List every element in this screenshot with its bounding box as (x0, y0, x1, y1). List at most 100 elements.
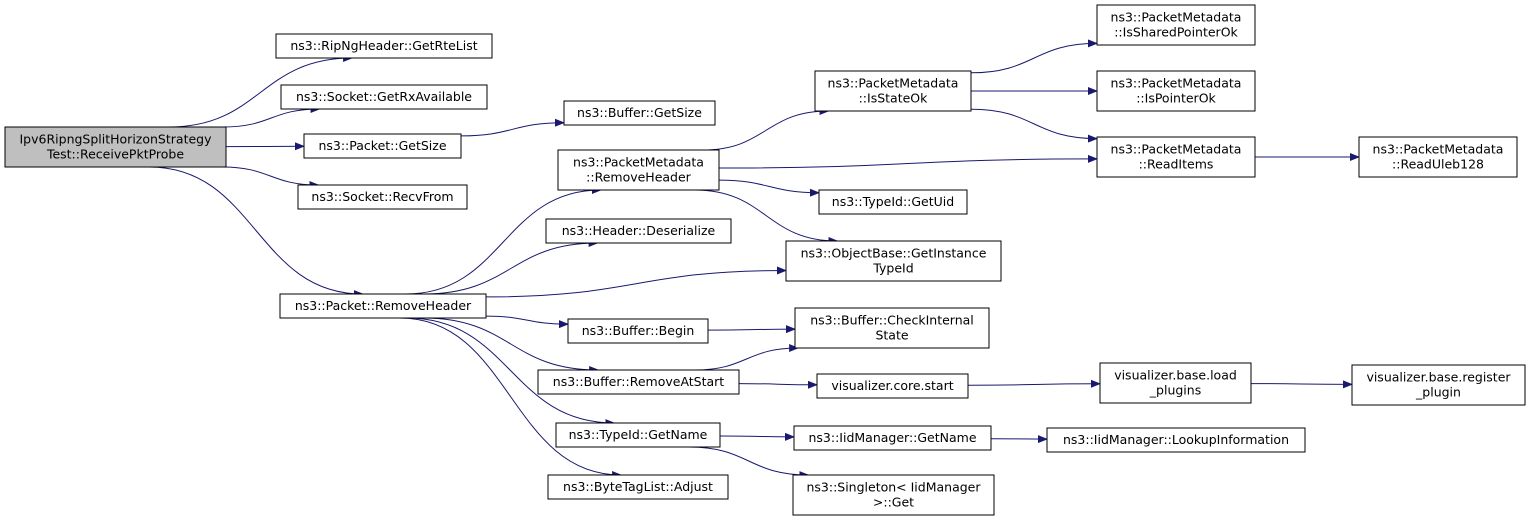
node-pmReadUleb128-label-0: ns3::PacketMetadata (1373, 142, 1504, 157)
node-typeIdGetUid-label-0: ns3::TypeId::GetUid (832, 194, 954, 209)
edge-root-to-getRteList (168, 54, 354, 128)
node-visLoadPlugins-label-0: visualizer.base.load (1114, 368, 1237, 383)
node-recvFrom[interactable]: ns3::Socket::RecvFrom (297, 184, 468, 210)
edge-typeIdGetName-to-iidGetName (719, 432, 795, 441)
node-pmReadUleb128[interactable]: ns3::PacketMetadata::ReadUleb128 (1358, 136, 1518, 178)
node-pmIsSharedPointerOk[interactable]: ns3::PacketMetadata::IsSharedPointerOk (1096, 4, 1256, 46)
edge-pmRemoveHeader-to-typeIdGetUid (718, 179, 820, 197)
node-singletonGet[interactable]: ns3::Singleton< IidManager>::Get (792, 474, 995, 516)
node-pmIsSharedPointerOk-box[interactable] (1096, 4, 1256, 46)
node-getRteList-label-0: ns3::RipNgHeader::GetRteList (290, 38, 477, 53)
node-byteTagListAdjust-label-0: ns3::ByteTagList::Adjust (563, 479, 713, 494)
node-iidGetName-box[interactable] (793, 425, 992, 451)
node-pmReadItems-label-0: ns3::PacketMetadata (1111, 142, 1242, 157)
node-pmReadUleb128-box[interactable] (1358, 136, 1518, 178)
node-bufferRemoveAtStart-box[interactable] (537, 369, 740, 395)
node-visLoadPlugins-box[interactable] (1099, 362, 1252, 404)
node-pmIsPointerOk-label-1: ::IsPointerOk (1136, 91, 1216, 106)
node-pmIsSharedPointerOk-label-0: ns3::PacketMetadata (1111, 10, 1242, 25)
node-bufferBegin[interactable]: ns3::Buffer::Begin (567, 318, 709, 344)
node-packetRemoveHeader[interactable]: ns3::Packet::RemoveHeader (279, 293, 487, 319)
nodes-layer: Ipv6RipngSplitHorizonStrategyTest::Recei… (4, 4, 1526, 516)
node-pmReadItems[interactable]: ns3::PacketMetadata::ReadItems (1096, 136, 1256, 178)
node-getRxAvailable-label-0: ns3::Socket::GetRxAvailable (296, 89, 472, 104)
node-pmIsStateOk-box[interactable] (814, 70, 972, 112)
node-typeIdGetUid-box[interactable] (818, 189, 968, 215)
edges-layer (149, 39, 1360, 479)
node-pmIsStateOk-label-0: ns3::PacketMetadata (828, 76, 959, 91)
node-bufferRemoveAtStart[interactable]: ns3::Buffer::RemoveAtStart (537, 369, 740, 395)
edge-bufferBegin-to-checkInternalState (707, 325, 796, 334)
node-root-box[interactable] (4, 126, 227, 168)
node-packetRemoveHeader-box[interactable] (279, 293, 487, 319)
edge-packetRemoveHeader-to-pmRemoveHeader (405, 186, 602, 295)
edge-pmRemoveHeader-to-getInstanceTypeId (694, 189, 839, 245)
node-singletonGet-label-1: >::Get (873, 495, 914, 510)
node-iidLookupInformation-label-0: ns3::IidManager::LookupInformation (1063, 432, 1289, 447)
edge-bufferRemoveAtStart-to-checkInternalState (694, 344, 800, 371)
node-getRxAvailable-box[interactable] (280, 84, 488, 110)
node-packetGetSize[interactable]: ns3::Packet::GetSize (303, 133, 462, 159)
edge-root-to-packetRemoveHeader (149, 166, 364, 298)
node-byteTagListAdjust-box[interactable] (547, 474, 729, 500)
edge-packetRemoveHeader-to-getInstanceTypeId (485, 266, 787, 298)
node-visLoadPlugins[interactable]: visualizer.base.load_plugins (1099, 362, 1252, 404)
node-pmRemoveHeader-box[interactable] (557, 149, 720, 191)
node-singletonGet-box[interactable] (792, 474, 995, 516)
node-visRegisterPlugin[interactable]: visualizer.base.register_plugin (1351, 364, 1526, 406)
node-bufferBegin-box[interactable] (567, 318, 709, 344)
edge-packetGetSize-to-bufferGetSize (460, 118, 565, 137)
edge-visCoreStart-to-visLoadPlugins (967, 379, 1101, 388)
edge-pmIsStateOk-to-pmIsSharedPointerOk (970, 39, 1098, 74)
node-packetGetSize-box[interactable] (303, 133, 462, 159)
node-iidGetName[interactable]: ns3::IidManager::GetName (793, 425, 992, 451)
node-bufferBegin-label-0: ns3::Buffer::Begin (582, 323, 695, 338)
node-visCoreStart[interactable]: visualizer.core.start (816, 373, 969, 399)
node-typeIdGetName[interactable]: ns3::TypeId::GetName (555, 422, 721, 448)
edge-pmRemoveHeader-to-pmIsStateOk (702, 107, 830, 151)
node-bufferGetSize-box[interactable] (563, 100, 716, 126)
node-visRegisterPlugin-label-0: visualizer.base.register (1366, 370, 1511, 385)
node-typeIdGetUid[interactable]: ns3::TypeId::GetUid (818, 189, 968, 215)
node-getRxAvailable[interactable]: ns3::Socket::GetRxAvailable (280, 84, 488, 110)
node-headerDeserialize-box[interactable] (545, 218, 732, 244)
node-pmIsPointerOk-label-0: ns3::PacketMetadata (1111, 76, 1242, 91)
node-headerDeserialize[interactable]: ns3::Header::Deserialize (545, 218, 732, 244)
edge-packetRemoveHeader-to-bufferRemoveAtStart (423, 317, 600, 374)
node-checkInternalState-box[interactable] (794, 307, 990, 349)
node-pmIsStateOk[interactable]: ns3::PacketMetadata::IsStateOk (814, 70, 972, 112)
node-headerDeserialize-label-0: ns3::Header::Deserialize (562, 223, 716, 238)
node-pmIsPointerOk-box[interactable] (1096, 70, 1256, 112)
node-getInstanceTypeId-box[interactable] (785, 240, 1002, 282)
node-checkInternalState-label-1: State (875, 328, 908, 343)
node-packetRemoveHeader-label-0: ns3::Packet::RemoveHeader (295, 298, 472, 313)
edge-root-to-recvFrom (222, 166, 320, 189)
node-pmReadItems-box[interactable] (1096, 136, 1256, 178)
node-root[interactable]: Ipv6RipngSplitHorizonStrategyTest::Recei… (4, 126, 227, 168)
edge-root-to-getRxAvailable (222, 105, 321, 128)
node-bufferGetSize[interactable]: ns3::Buffer::GetSize (563, 100, 716, 126)
node-getRteList[interactable]: ns3::RipNgHeader::GetRteList (275, 33, 493, 59)
node-packetGetSize-label-0: ns3::Packet::GetSize (318, 138, 446, 153)
node-recvFrom-box[interactable] (297, 184, 468, 210)
node-pmRemoveHeader-label-1: ::RemoveHeader (586, 170, 692, 185)
node-bufferRemoveAtStart-label-0: ns3::Buffer::RemoveAtStart (553, 374, 725, 389)
node-byteTagListAdjust[interactable]: ns3::ByteTagList::Adjust (547, 474, 729, 500)
node-visRegisterPlugin-box[interactable] (1351, 364, 1526, 406)
node-root-label-0: Ipv6RipngSplitHorizonStrategy (20, 132, 213, 147)
node-typeIdGetName-box[interactable] (555, 422, 721, 448)
node-iidLookupInformation-box[interactable] (1046, 427, 1306, 453)
node-recvFrom-label-0: ns3::Socket::RecvFrom (311, 189, 453, 204)
node-pmRemoveHeader[interactable]: ns3::PacketMetadata::RemoveHeader (557, 149, 720, 191)
node-typeIdGetName-label-0: ns3::TypeId::GetName (569, 427, 708, 442)
node-visCoreStart-box[interactable] (816, 373, 969, 399)
node-pmIsStateOk-label-1: ::IsStateOk (859, 91, 929, 106)
node-visLoadPlugins-label-1: _plugins (1149, 383, 1201, 398)
node-pmIsPointerOk[interactable]: ns3::PacketMetadata::IsPointerOk (1096, 70, 1256, 112)
node-getRteList-box[interactable] (275, 33, 493, 59)
edge-pmRemoveHeader-to-pmReadItems (718, 154, 1098, 169)
edge-typeIdGetName-to-singletonGet (689, 446, 810, 479)
node-iidLookupInformation[interactable]: ns3::IidManager::LookupInformation (1046, 427, 1306, 453)
